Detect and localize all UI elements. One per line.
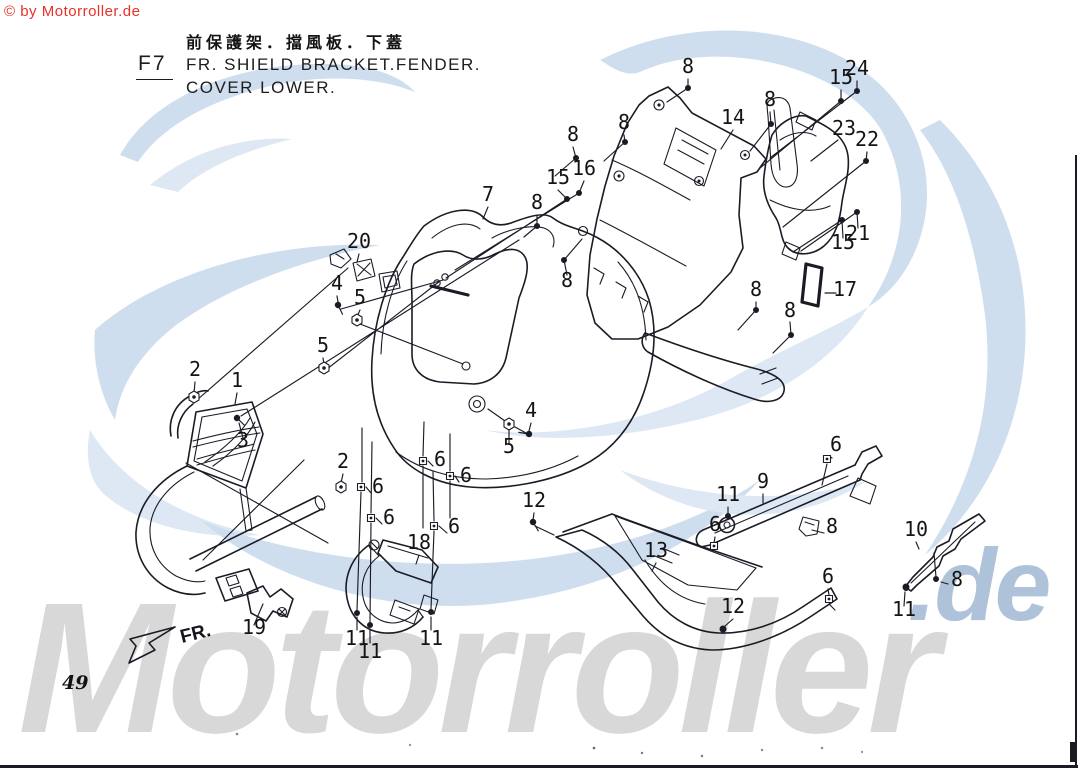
callout-16: 16: [572, 156, 596, 180]
callout-9: 9: [757, 469, 769, 493]
part-17-seal: [800, 262, 824, 308]
part-18-front-fender: [345, 539, 439, 634]
brand-watermark: .de Motorroller: [18, 528, 1051, 768]
page-number: 49: [62, 672, 89, 694]
callout-11: 11: [345, 626, 369, 650]
callout-8: 8: [682, 54, 694, 78]
callout-22: 22: [855, 127, 879, 151]
section-code: F7: [136, 52, 173, 80]
part-1-front-bracket: [135, 389, 329, 596]
part-7-front-shield: [370, 209, 655, 489]
part-19-brackets: [215, 568, 294, 622]
swirl-watermark: [87, 30, 1026, 606]
callout-2: 2: [189, 357, 201, 381]
callout-10: 10: [904, 517, 928, 541]
callout-17: 17: [833, 277, 857, 301]
callout-6: 6: [822, 564, 834, 588]
callout-20: 20: [347, 229, 371, 253]
title-line1: FR. SHIELD BRACKET.FENDER.: [186, 55, 481, 74]
part-23-side-cover: [762, 111, 850, 261]
watermark-motorroller: Motorroller: [18, 565, 948, 768]
callout-15: 15: [829, 65, 853, 89]
callout-12: 12: [721, 594, 745, 618]
callout-4: 4: [331, 271, 343, 295]
callout-8: 8: [567, 122, 579, 146]
callout-leader-lines: [193, 78, 949, 644]
callout-8: 8: [951, 567, 963, 591]
callout-8: 8: [618, 110, 630, 134]
callout-6: 6: [372, 474, 384, 498]
scan-artifacts: [0, 155, 1078, 768]
callout-4: 4: [525, 398, 537, 422]
callout-11: 11: [892, 597, 916, 621]
callout-15: 15: [546, 165, 570, 189]
callout-24: 24: [845, 56, 869, 80]
callout-11: 11: [419, 626, 443, 650]
callout-8: 8: [784, 298, 796, 322]
callout-8: 8: [826, 514, 838, 538]
callout-6: 6: [434, 447, 446, 471]
callout-12: 12: [522, 488, 546, 512]
callout-21: 21: [846, 221, 870, 245]
callout-6: 6: [709, 512, 721, 536]
callout-13: 13: [644, 538, 668, 562]
callout-6: 6: [830, 432, 842, 456]
watermark-de: .de: [908, 528, 1049, 642]
callout-5: 5: [317, 333, 329, 357]
title-chinese: 前保護架．擋風板．下蓋: [186, 35, 407, 52]
callout-6: 6: [383, 505, 395, 529]
callout-23: 23: [832, 116, 856, 140]
part-14-inner-cover: [577, 86, 798, 403]
callout-15: 15: [831, 230, 855, 254]
callout-5: 5: [503, 434, 515, 458]
callout-7: 7: [482, 182, 494, 206]
callout-2: 2: [337, 449, 349, 473]
title-line2: COVER LOWER.: [186, 78, 337, 97]
callout-3: 3: [237, 428, 249, 452]
callout-11: 11: [716, 482, 740, 506]
callout-6: 6: [460, 463, 472, 487]
callout-14: 14: [721, 105, 745, 129]
callout-8: 8: [750, 277, 762, 301]
callout-6: 6: [448, 514, 460, 538]
callout-18: 18: [407, 530, 431, 554]
part-13-cover-lower: [555, 513, 838, 651]
callout-5: 5: [354, 285, 366, 309]
callout-11: 11: [358, 639, 382, 663]
callout-8: 8: [561, 268, 573, 292]
callout-1: 1: [231, 368, 243, 392]
callout-19: 19: [242, 615, 266, 639]
callout-8: 8: [764, 87, 776, 111]
copyright-notice: © by Motorroller.de: [4, 3, 141, 20]
callout-8: 8: [531, 190, 543, 214]
part-20-clips: [329, 248, 401, 293]
